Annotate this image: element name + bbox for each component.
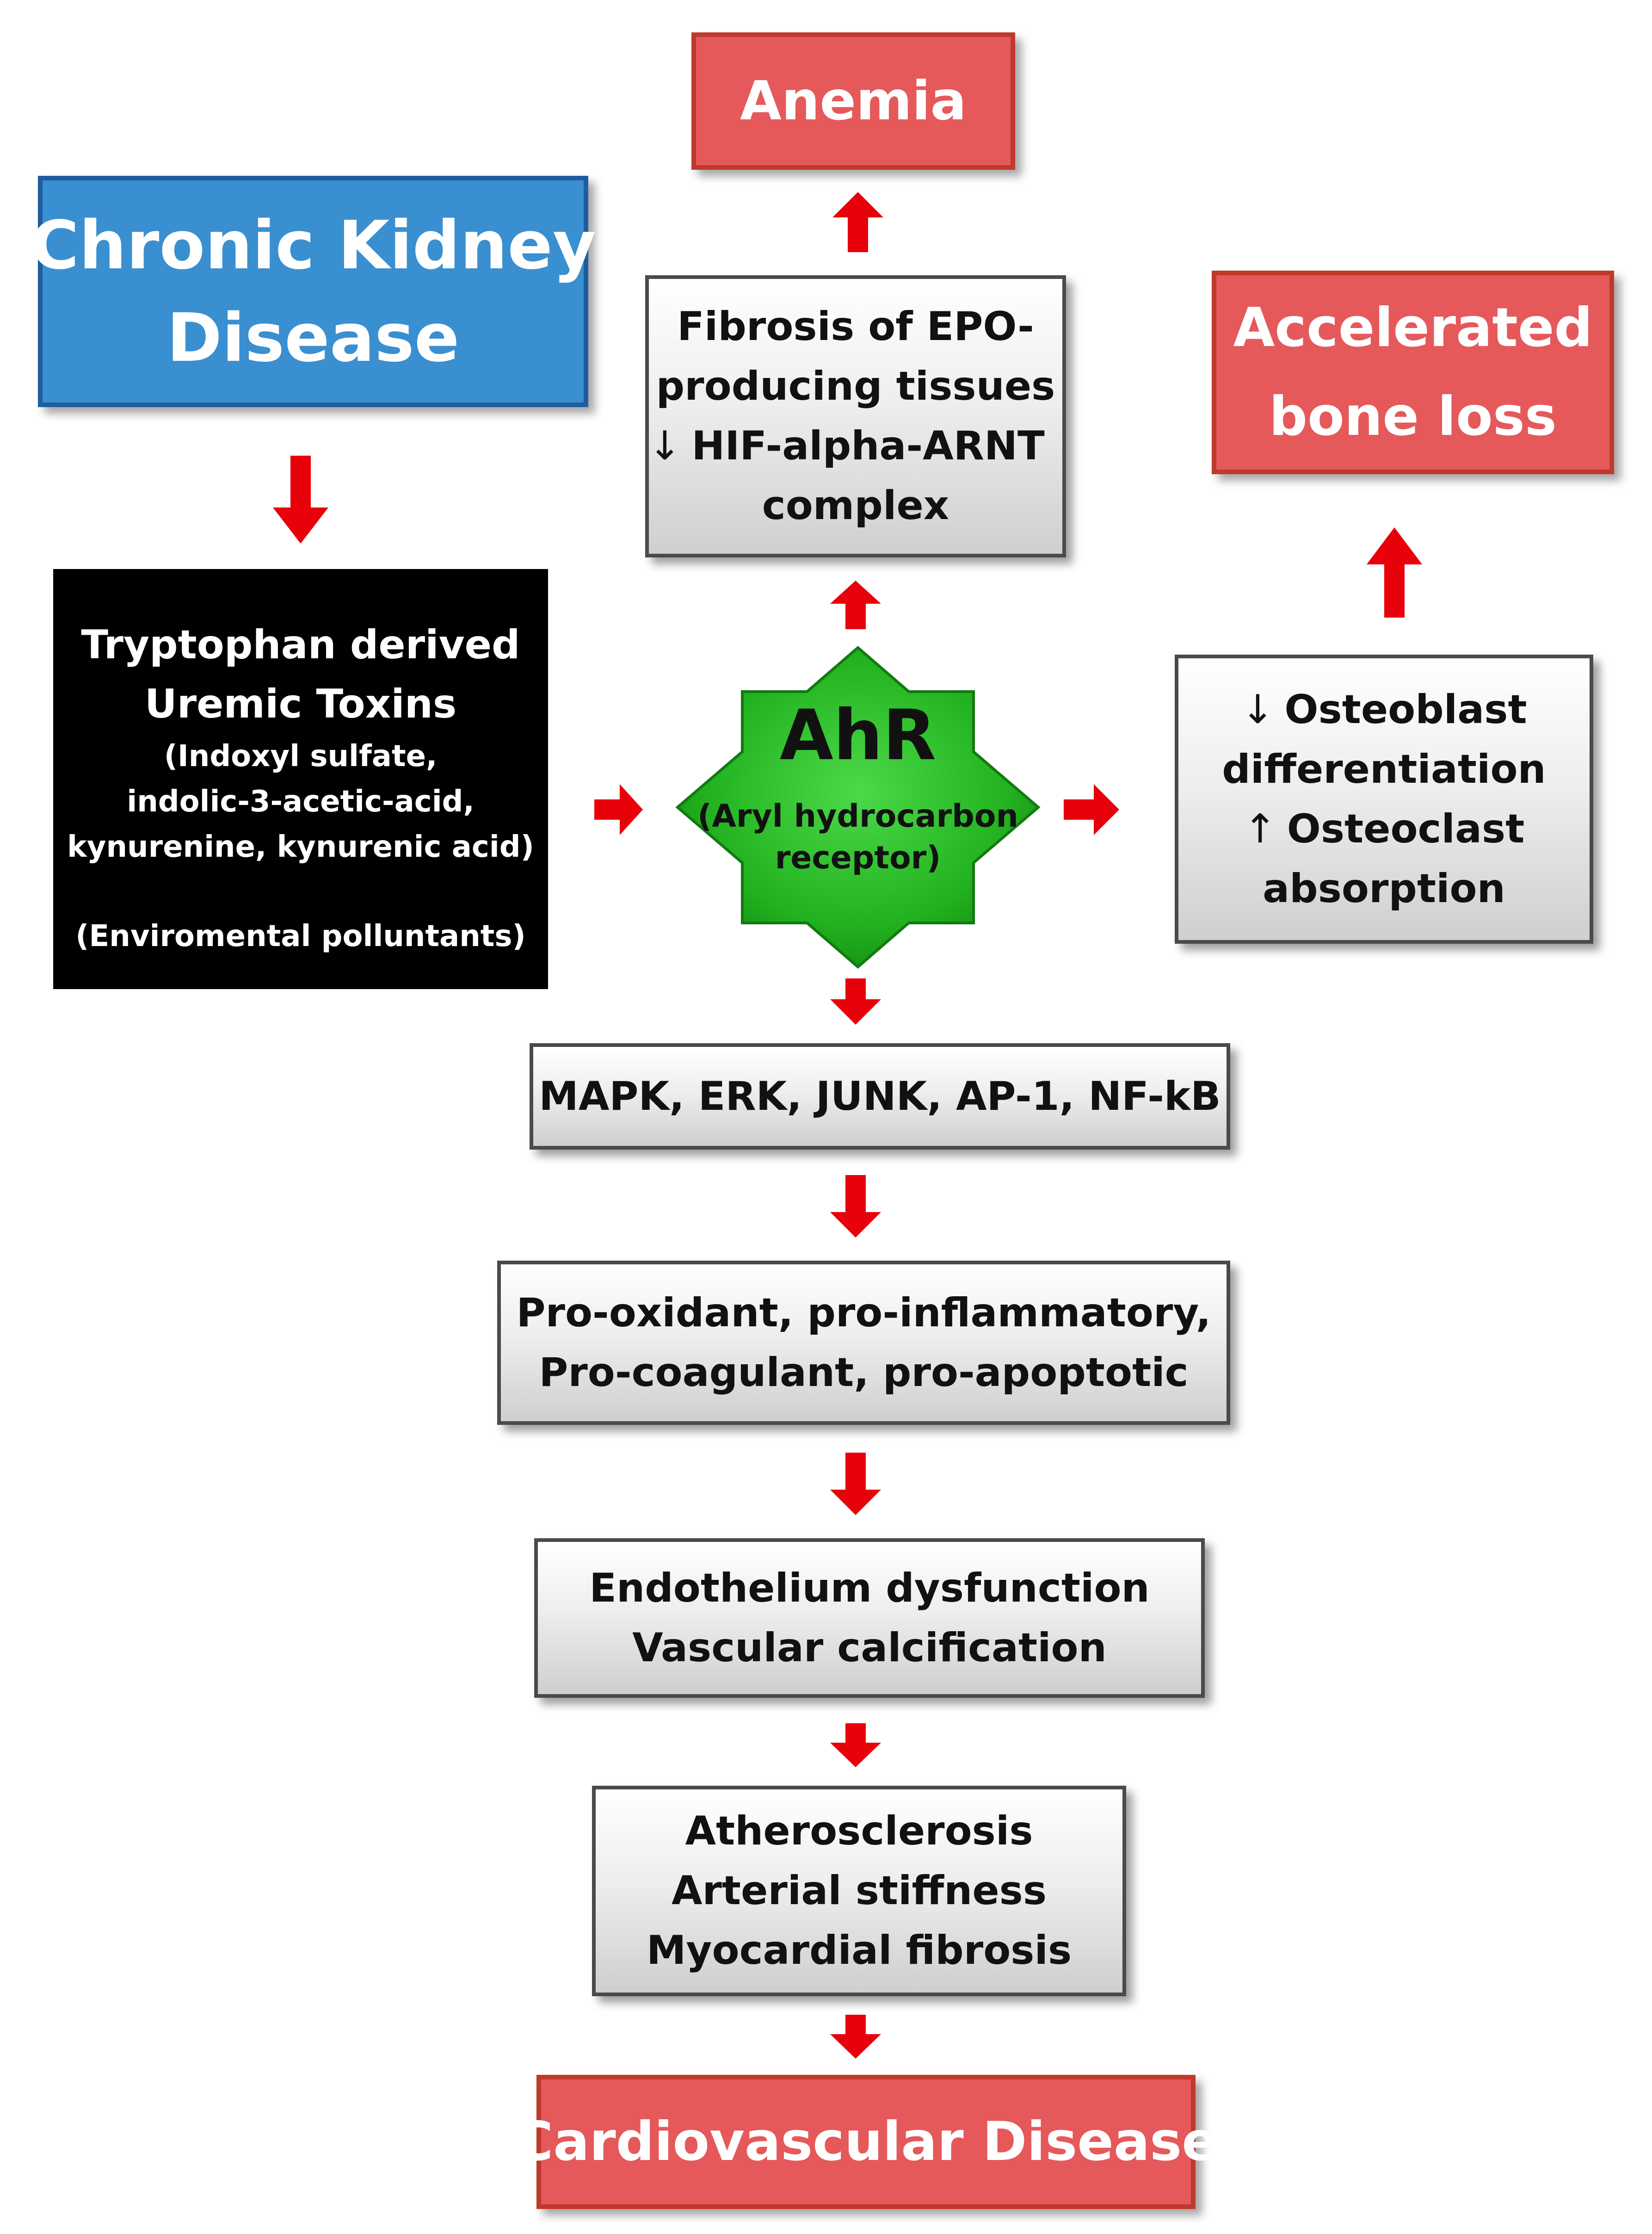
athero-box: Atherosclerosis Arterial stiffness Myoca… [592, 1786, 1126, 1996]
ahr-star-shape [675, 646, 1041, 969]
osteo-line-2: differentiation [1222, 746, 1546, 792]
fibrosis-line-3: HIF-alpha-ARNT [691, 423, 1045, 469]
arrow-osteo-to-bone-loss [1367, 527, 1422, 618]
arrow-fibrosis-to-anemia [832, 192, 883, 252]
toxins-title-line-1: Tryptophan derived [81, 622, 520, 668]
fibrosis-box: Fibrosis of EPO- producing tissues ↓HIF-… [645, 275, 1066, 557]
pro-line-1: Pro-oxidant, pro-inflammatory, [516, 1289, 1211, 1336]
osteoblast-down-arrow-icon: ↓ [1241, 686, 1275, 733]
toxins-detail-line-2: indolic-3-acetic-acid, [127, 785, 475, 819]
ckd-line-1: Chronic Kidney [30, 206, 596, 284]
arrow-ahr-to-osteo [1064, 784, 1119, 835]
osteo-line-3: Osteoclast [1287, 805, 1525, 852]
arrow-pro-to-endo [830, 1453, 881, 1515]
arrow-endo-to-athero [830, 1723, 881, 1767]
toxins-title-line-2: Uremic Toxins [144, 681, 457, 727]
pro-line-2: Pro-coagulant, pro-apoptotic [539, 1349, 1189, 1396]
pro-box: Pro-oxidant, pro-inflammatory, Pro-coagu… [497, 1261, 1230, 1425]
arrow-ahr-to-mapk [830, 978, 881, 1025]
ahr-title: AhR [779, 695, 937, 776]
anemia-box: Anemia [691, 32, 1015, 170]
fibrosis-line-4: complex [762, 483, 949, 529]
fibrosis-line-2: producing tissues [656, 363, 1055, 409]
osteo-line-1: Osteoblast [1284, 686, 1527, 733]
ahr-sub-line-2: receptor) [775, 840, 941, 876]
hif-down-arrow-icon: ↓ [648, 423, 682, 469]
arrow-ahr-to-fibrosis [830, 581, 881, 629]
toxins-extra: (Enviromental polluntants) [75, 919, 526, 953]
athero-line-2: Arterial stiffness [671, 1868, 1047, 1914]
arrow-toxins-to-ahr [594, 784, 643, 835]
bone-loss-line-1: Accelerated [1233, 297, 1593, 359]
osteoclast-up-arrow-icon: ↑ [1243, 805, 1277, 852]
toxins-detail-line-3: kynurenine, kynurenic acid) [67, 830, 534, 864]
athero-line-3: Myocardial fibrosis [646, 1927, 1072, 1974]
endo-line-1: Endothelium dysfunction [589, 1565, 1150, 1611]
arrow-athero-to-cvd [830, 2015, 881, 2059]
bone-loss-box: Accelerated bone loss [1212, 271, 1614, 474]
anemia-label: Anemia [740, 69, 967, 132]
cvd-box: Cardiovascular Disease [514, 2075, 1218, 2209]
mapk-label: MAPK, ERK, JUNK, AP-1, NF-kB [539, 1073, 1221, 1120]
osteo-line-4: absorption [1263, 865, 1505, 912]
mapk-box: MAPK, ERK, JUNK, AP-1, NF-kB [530, 1043, 1230, 1150]
cvd-label: Cardiovascular Disease [514, 2110, 1218, 2173]
athero-line-1: Atherosclerosis [685, 1808, 1033, 1854]
toxins-detail-line-1: (Indoxyl sulfate, [164, 739, 438, 774]
fibrosis-line-1: Fibrosis of EPO- [677, 303, 1034, 350]
ckd-box: Chronic Kidney Disease [30, 176, 596, 407]
arrow-ckd-to-toxins [273, 456, 328, 544]
ckd-line-2: Disease [166, 299, 460, 377]
endo-box: Endothelium dysfunction Vascular calcifi… [534, 1538, 1205, 1698]
endo-line-2: Vascular calcification [632, 1624, 1107, 1671]
bone-loss-line-2: bone loss [1269, 385, 1557, 448]
arrow-mapk-to-pro [830, 1175, 881, 1238]
osteo-box: ↓Osteoblast differentiation ↑Osteoclast … [1175, 655, 1593, 944]
ahr-sub-line-1: (Aryl hydrocarbon [697, 798, 1018, 835]
toxins-box: Tryptophan derived Uremic Toxins (Indoxy… [53, 569, 548, 989]
